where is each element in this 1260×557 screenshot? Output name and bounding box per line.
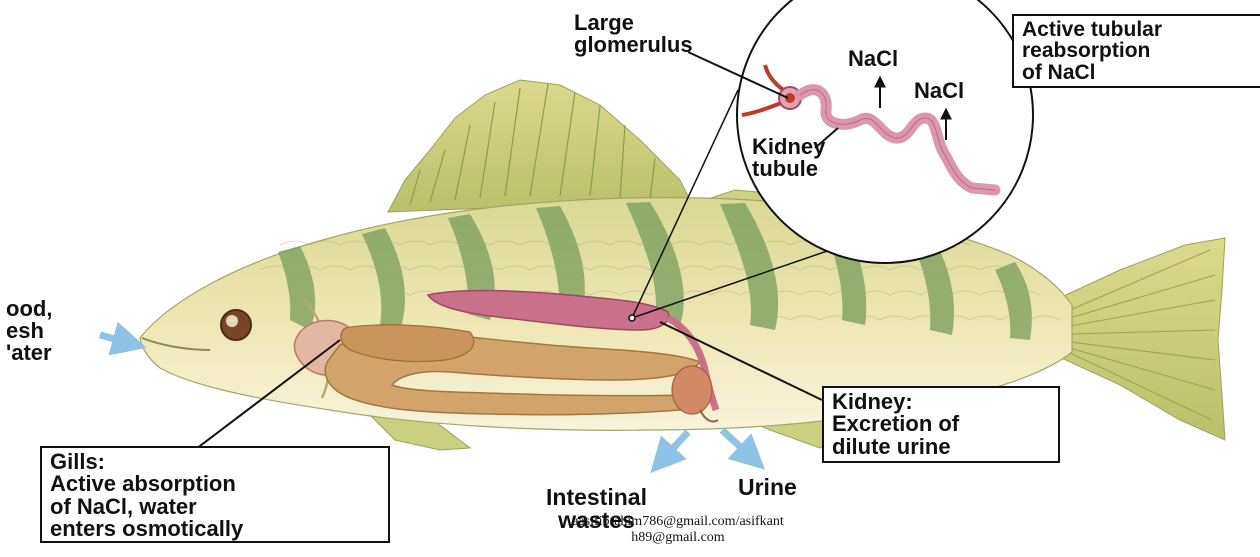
nacl-label-1: NaCl [848,48,898,70]
tail-fin [1055,238,1225,440]
urinary-bladder [672,366,712,414]
urine-label: Urine [738,476,797,499]
tubule-label-line-2: tubule [752,158,825,180]
kidney-label-box: Kidney: Excretion of dilute urine [822,386,1060,463]
intestinal-wastes-line-1: Intestinal [546,486,647,509]
watermark-line-2: h89@gmail.com [528,530,828,546]
kidney-label-line-2: Excretion of [832,413,1050,435]
intake-label-line-3: 'ater [6,342,52,364]
reabsorption-label-line-2: reabsorption [1022,40,1254,61]
watermark: aasifibrahim786@gmail.com/asifkant h89@g… [528,514,828,546]
gills-label-box: Gills: Active absorption of NaCl, water … [40,446,390,543]
gills-label-line-2: Active absorption [50,473,380,495]
intake-label-line-2: esh [6,320,52,342]
tubule-label: Kidney tubule [752,136,825,180]
kidney-pointer-dot [629,315,635,321]
glomerulus-label: Large glomerulus [574,12,693,56]
gills-label-line-4: enters osmotically [50,518,380,540]
reabsorption-label-line-1: Active tubular [1022,19,1254,40]
kidney-label-line-1: Kidney: [832,391,1050,413]
urine-arrow [722,430,760,465]
reabsorption-label-line-3: of NaCl [1022,62,1254,83]
nacl-label-2: NaCl [914,80,964,102]
intestinal-wastes-arrow [655,432,688,468]
glomerulus-label-line-1: Large [574,12,693,34]
gills-label-line-1: Gills: [50,451,380,473]
kidney-label-line-3: dilute urine [832,436,1050,458]
water-intake-arrow [100,335,140,346]
gills-label-line-3: of NaCl, water [50,496,380,518]
glomerulus-label-line-2: glomerulus [574,34,693,56]
tubule-label-line-1: Kidney [752,136,825,158]
intake-label-line-1: ood, [6,298,52,320]
reabsorption-label-box: Active tubular reabsorption of NaCl [1012,14,1260,88]
intake-label: ood, esh 'ater [6,298,52,364]
watermark-line-1: aasifibrahim786@gmail.com/asifkant [528,514,828,530]
eye-highlight [226,315,238,327]
